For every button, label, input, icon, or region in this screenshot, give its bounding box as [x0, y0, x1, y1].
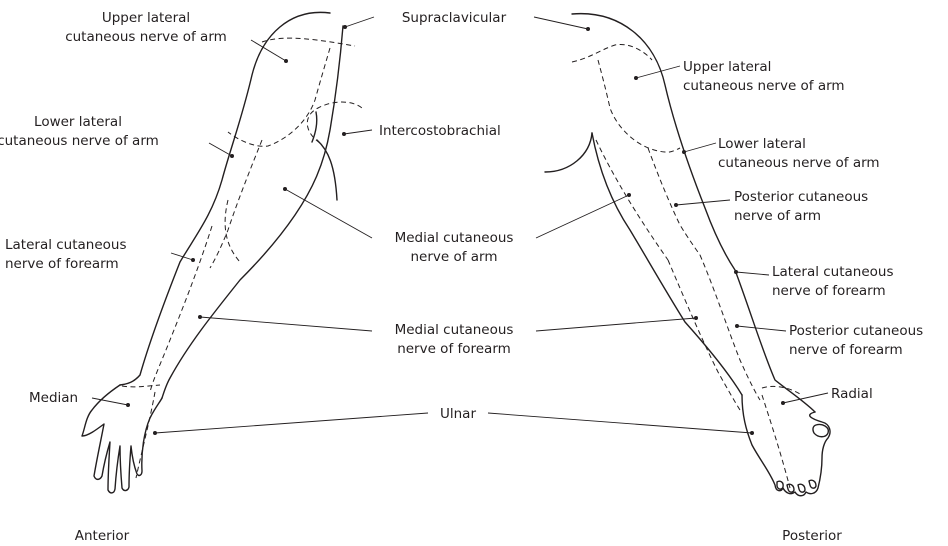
anterior-arm-outline-lateral [120, 12, 330, 385]
label-medial-forearm-line2: nerve of forearm [397, 341, 511, 357]
leader-medial-forearm-left [200, 317, 372, 331]
leader-lower-lateral-left [209, 143, 232, 156]
leader-dot [342, 132, 346, 136]
leader-upper-lateral-left [251, 40, 286, 61]
leader-dot [682, 150, 686, 154]
anterior-lateral-arm-boundary [210, 140, 262, 268]
label-supraclavicular: Supraclavicular [402, 10, 507, 26]
label-lateral-forearm-right-line1: Lateral cutaneous [772, 264, 894, 280]
posterior-arm-outline-medial [592, 133, 742, 395]
posterior-fingernail-4 [809, 480, 816, 488]
leader-ulnar-right [488, 413, 752, 433]
leader-dot [198, 315, 202, 319]
leader-dot [230, 154, 234, 158]
leader-dot [674, 203, 678, 207]
leader-dot [634, 76, 638, 80]
leader-dot [627, 193, 631, 197]
label-median: Median [29, 390, 78, 406]
leader-dot [153, 431, 157, 435]
label-medial-arm-line1: Medial cutaneous [395, 230, 514, 246]
leader-supraclavicular-left [345, 17, 374, 27]
label-upper-lateral-left-line2: cutaneous nerve of arm [65, 29, 227, 45]
label-posterior-arm-line2: nerve of arm [734, 208, 821, 224]
anterior-hand-outline [82, 385, 162, 493]
label-lower-lateral-right-line2: cutaneous nerve of arm [718, 155, 880, 171]
leader-lower-lateral-right [684, 143, 716, 152]
leader-radial [783, 393, 828, 403]
label-intercostobrachial: Intercostobrachial [379, 123, 501, 139]
leader-intercostobrachial [344, 130, 372, 134]
posterior-forearm-boundary-inner [668, 260, 740, 410]
leader-dot [191, 258, 195, 262]
posterior-upper-lateral-boundary [598, 60, 680, 152]
label-view-anterior: Anterior [75, 528, 130, 544]
label-posterior-arm-line1: Posterior cutaneous [734, 189, 868, 205]
posterior-shoulder-boundary [572, 44, 652, 62]
leader-medial-forearm-right [536, 318, 696, 331]
leader-dot [283, 187, 287, 191]
label-ulnar: Ulnar [440, 406, 476, 422]
anterior-forearm-boundary [150, 226, 212, 392]
anterior-arm-outline-medial [162, 26, 343, 398]
label-lower-lateral-left-line2: cutaneous nerve of arm [0, 133, 159, 149]
posterior-fingernail-3 [798, 484, 805, 492]
leader-medial-arm-right [536, 195, 629, 238]
label-lower-lateral-right-line1: Lower lateral [718, 136, 806, 152]
leader-dot [694, 316, 698, 320]
posterior-wrist-boundary [762, 386, 800, 394]
label-lateral-forearm-left-line2: nerve of forearm [5, 256, 119, 272]
label-upper-lateral-right-line1: Upper lateral [683, 59, 771, 75]
label-lateral-forearm-right-line2: nerve of forearm [772, 283, 886, 299]
posterior-hand-outline [742, 395, 830, 496]
label-lateral-forearm-left-line1: Lateral cutaneous [5, 237, 127, 253]
leader-dot [284, 59, 288, 63]
label-lower-lateral-left-line1: Lower lateral [34, 114, 122, 130]
leader-dot [586, 27, 590, 31]
leader-posterior-forearm [737, 326, 786, 331]
leader-upper-lateral-right [636, 66, 680, 78]
leader-dot [734, 270, 738, 274]
anterior-intercostobrachial-boundary [307, 102, 362, 143]
leader-supraclavicular-right [534, 17, 588, 29]
label-posterior-forearm-line1: Posterior cutaneous [789, 323, 923, 339]
label-posterior-forearm-line2: nerve of forearm [789, 342, 903, 358]
posterior-lateral-arm-boundary [648, 148, 700, 255]
label-medial-forearm-line1: Medial cutaneous [395, 322, 514, 338]
label-upper-lateral-left-line1: Upper lateral [102, 10, 190, 26]
leader-dot [781, 401, 785, 405]
leader-lateral-forearm-right [736, 272, 769, 275]
posterior-hand-boundary [762, 395, 790, 488]
label-upper-lateral-right-line2: cutaneous nerve of arm [683, 78, 845, 94]
posterior-posterior-arm-boundary [596, 140, 668, 260]
label-radial: Radial [831, 386, 873, 402]
anterior-wrist-boundary [122, 385, 160, 387]
posterior-back-outline [545, 133, 592, 172]
posterior-fingernail-1 [777, 481, 783, 489]
leader-dot [735, 324, 739, 328]
leader-medial-arm-left [285, 189, 372, 238]
label-view-posterior: Posterior [782, 528, 842, 544]
label-medial-arm-line2: nerve of arm [410, 249, 497, 265]
posterior-fingernail-2 [787, 484, 794, 492]
posterior-thumbnail [813, 424, 828, 436]
leader-dot [126, 403, 130, 407]
labels: Supraclavicular Upper lateral cutaneous … [0, 10, 923, 544]
leader-ulnar-left [155, 413, 428, 433]
anterior-hand-boundary [136, 392, 155, 478]
leader-dot [343, 25, 347, 29]
leader-dot [750, 431, 754, 435]
